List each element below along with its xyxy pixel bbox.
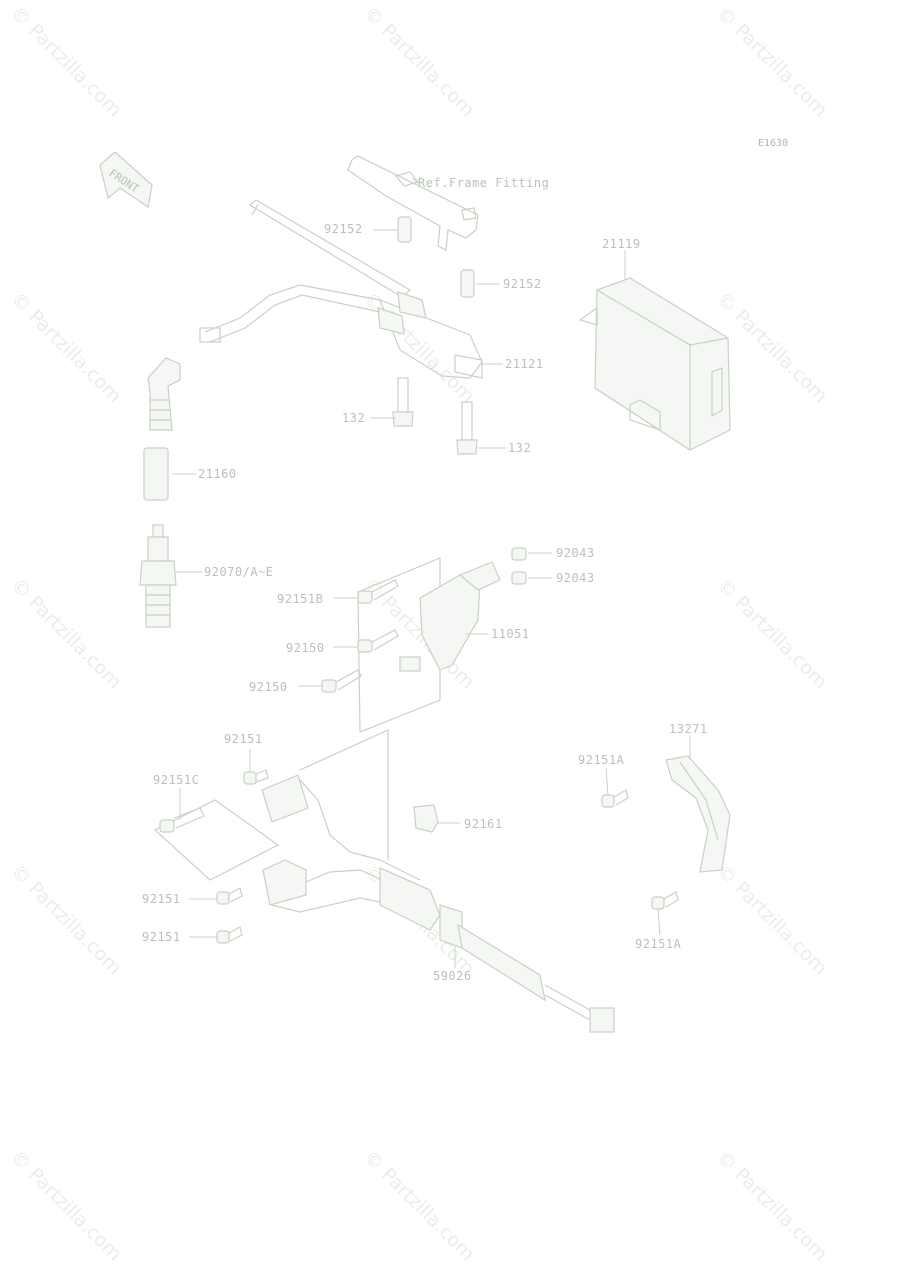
collar-92152-upper xyxy=(397,216,412,243)
pickup-coil-11051 xyxy=(299,557,501,860)
wiring-harness-59026 xyxy=(153,774,615,1033)
label-ref-frame-fitting: Ref.Frame Fitting xyxy=(418,176,550,190)
label-21121: 21121 xyxy=(505,357,544,371)
spark-plug-92070 xyxy=(139,524,177,628)
screw-92151A-a xyxy=(601,789,629,808)
cap-92043-b xyxy=(511,571,527,585)
label-92151A: 92151A xyxy=(635,937,682,951)
label-11051: 11051 xyxy=(491,627,530,641)
screw-92151-low xyxy=(216,926,243,944)
bolt-132-a xyxy=(392,377,414,427)
screw-92150-a xyxy=(357,629,399,653)
label-21119: 21119 xyxy=(602,237,641,251)
parts-drawing: FRONT xyxy=(99,151,731,1033)
label-132: 132 xyxy=(342,411,366,425)
label-92152: 92152 xyxy=(503,277,542,291)
screw-92151C xyxy=(159,807,205,833)
label-92070: 92070/A~E xyxy=(204,565,274,579)
label-132: 132 xyxy=(508,441,532,455)
parts-diagram: © Partzilla.com © Partzilla.com © Partzi… xyxy=(6,2,831,1265)
label-92151: 92151 xyxy=(142,930,181,944)
front-arrow-icon: FRONT xyxy=(99,151,153,209)
label-92152: 92152 xyxy=(324,222,363,236)
label-92151: 92151 xyxy=(142,892,181,906)
label-92150: 92150 xyxy=(286,641,325,655)
plug-cap-21160 xyxy=(143,357,181,501)
frame-bracket xyxy=(347,155,479,251)
screw-92151A-b xyxy=(651,891,679,910)
diagram-code: E1630 xyxy=(758,138,789,149)
screw-92151B xyxy=(357,579,399,604)
cap-92043-a xyxy=(511,547,527,561)
label-21160: 21160 xyxy=(198,467,237,481)
label-92151B: 92151B xyxy=(277,592,324,606)
label-13271: 13271 xyxy=(669,722,708,736)
cdi-unit-21119 xyxy=(578,277,731,451)
ignition-coil-21121 xyxy=(199,199,483,379)
label-92151: 92151 xyxy=(224,732,263,746)
screw-92151-top xyxy=(243,769,269,785)
bolt-132-b xyxy=(456,401,478,455)
label-92151A: 92151A xyxy=(578,753,625,767)
label-92161: 92161 xyxy=(464,817,503,831)
label-92043: 92043 xyxy=(556,571,595,585)
label-92150: 92150 xyxy=(249,680,288,694)
screw-92150-b xyxy=(321,669,362,693)
screw-92151-mid xyxy=(216,887,243,905)
cover-13271 xyxy=(665,755,731,873)
label-59026: 59026 xyxy=(433,969,472,983)
collar-92152-lower xyxy=(460,269,475,298)
label-92043: 92043 xyxy=(556,546,595,560)
label-92151C: 92151C xyxy=(153,773,200,787)
grommet-92161 xyxy=(413,804,439,833)
